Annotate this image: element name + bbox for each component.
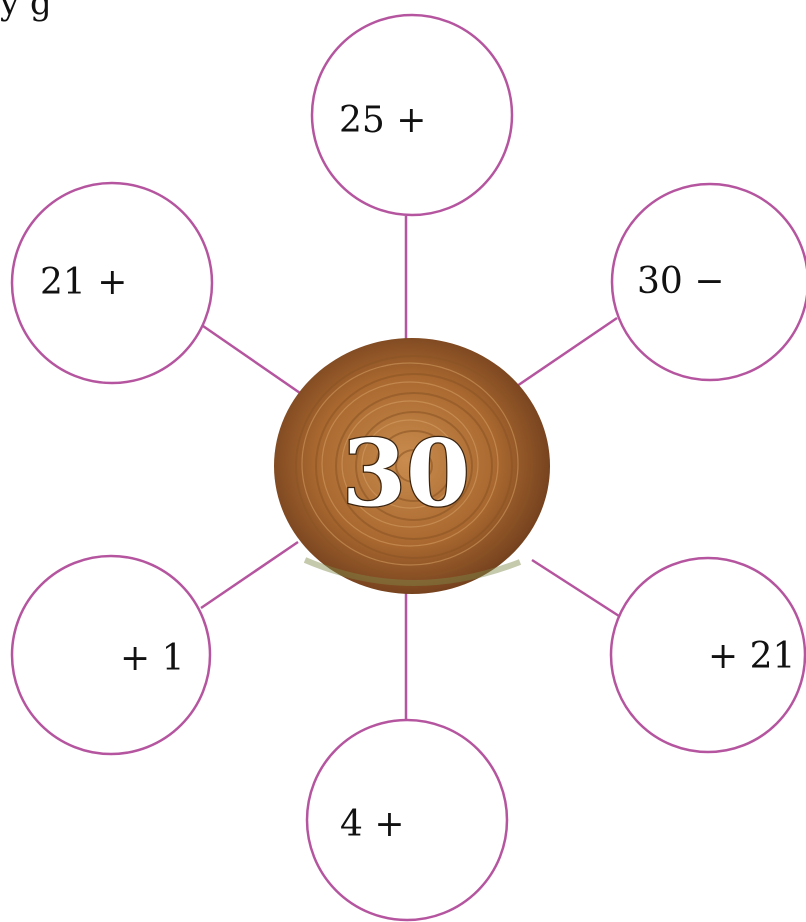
spoke-label-lower-right: + 21 [708,636,795,677]
spoke-label-lower-left: + 1 [120,638,185,679]
connector-line [517,318,617,386]
center-number: 30 [342,419,470,527]
connector-line [201,542,298,608]
spoke-label-upper-left: 21 + [40,262,127,303]
spoke-circle-bottom [307,720,507,920]
spoke-label-bottom: 4 + [340,804,405,845]
connector-line [532,560,619,616]
hay-bale-image: 30 [274,338,550,594]
spoke-label-top: 25 + [339,100,426,141]
connector-line [203,326,300,393]
spoke-label-upper-right: 30 − [637,261,724,302]
